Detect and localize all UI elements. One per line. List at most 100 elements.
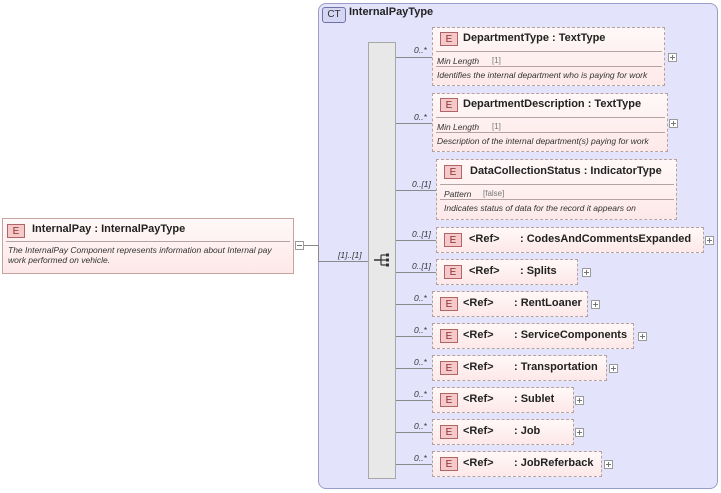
element-name: : Sublet [514, 393, 555, 405]
element-box-job-referback[interactable] [432, 451, 602, 477]
element-ref-label: <Ref> [469, 233, 500, 245]
expand-toggle[interactable] [582, 268, 591, 277]
element-badge: E [440, 32, 458, 46]
separator [436, 66, 662, 67]
facet-label: Pattern [444, 189, 472, 199]
connector-line [304, 245, 318, 246]
element-name: : ServiceComponents [514, 329, 628, 341]
connector-line [318, 245, 319, 261]
element-ref-label: <Ref> [463, 297, 494, 309]
element-type: : TextType [552, 32, 606, 44]
branch-line [396, 57, 432, 58]
element-name: DepartmentDescription [463, 98, 585, 110]
element-description: Indicates status of data for the record … [444, 203, 636, 213]
branch-line [396, 190, 436, 191]
element-box-department-type[interactable] [432, 27, 665, 86]
element-badge: E [440, 457, 458, 471]
complex-type-title: InternalPayType [349, 6, 434, 18]
root-element-title: InternalPay : InternalPayType [32, 223, 185, 235]
branch-line [396, 336, 432, 337]
element-box-codes-and-comments-expanded[interactable] [436, 227, 704, 253]
root-description-line1: The InternalPay Component represents inf… [8, 245, 272, 255]
element-type: : IndicatorType [583, 165, 662, 177]
element-badge: E [7, 224, 25, 238]
root-description-line2: work performed on vehicle. [8, 255, 111, 265]
element-ref-label: <Ref> [463, 425, 494, 437]
element-box-service-components[interactable] [432, 323, 634, 349]
element-name: : Transportation [514, 361, 598, 373]
element-badge: E [444, 265, 462, 279]
expand-toggle[interactable] [705, 236, 714, 245]
root-element-box[interactable] [2, 218, 294, 274]
element-badge: E [440, 329, 458, 343]
facet-value: [1] [492, 122, 501, 131]
cardinality-label: 0..* [414, 453, 427, 463]
expand-toggle[interactable] [609, 364, 618, 373]
branch-line [396, 432, 432, 433]
cardinality-label: 0..* [414, 112, 427, 122]
element-box-sublet[interactable] [432, 387, 574, 413]
cardinality-label: 0..* [414, 325, 427, 335]
root-element-description: The InternalPay Component represents inf… [8, 245, 292, 265]
element-badge: E [440, 297, 458, 311]
branch-line [396, 368, 432, 369]
collapse-toggle[interactable] [295, 241, 304, 250]
branch-line [396, 464, 432, 465]
separator [436, 117, 665, 118]
facet-value: [false] [483, 189, 505, 198]
element-name: : RentLoaner [514, 297, 582, 309]
facet-label: Min Length [437, 122, 480, 132]
separator [436, 132, 665, 133]
sequence-icon [374, 253, 389, 267]
separator [436, 51, 662, 52]
cardinality-label: 0..* [414, 293, 427, 303]
expand-toggle[interactable] [668, 53, 677, 62]
element-badge: E [440, 425, 458, 439]
cardinality-label: 0..* [414, 45, 427, 55]
element-ref-label: <Ref> [469, 265, 500, 277]
element-title: DataCollectionStatus : IndicatorType [470, 165, 662, 177]
element-box-department-description[interactable] [432, 93, 668, 152]
element-description: Description of the internal department(s… [437, 136, 649, 146]
element-box-splits[interactable] [436, 259, 578, 285]
expand-toggle[interactable] [591, 300, 600, 309]
facet-label: Min Length [437, 56, 480, 66]
expand-toggle[interactable] [604, 460, 613, 469]
element-box-data-collection-status[interactable] [436, 159, 677, 220]
element-title: DepartmentType : TextType [463, 32, 605, 44]
element-badge: E [440, 361, 458, 375]
cardinality-label: 0..[1] [412, 229, 431, 239]
element-ref-label: <Ref> [463, 361, 494, 373]
connector-line [318, 261, 368, 262]
branch-line [396, 240, 436, 241]
element-badge: E [440, 393, 458, 407]
element-name: : CodesAndCommentsExpanded [520, 233, 692, 245]
separator [6, 241, 290, 242]
element-name: : Splits [520, 265, 557, 277]
element-type: : TextType [587, 98, 642, 110]
cardinality-label: 0..* [414, 357, 427, 367]
expand-toggle[interactable] [575, 428, 584, 437]
element-ref-label: <Ref> [463, 393, 494, 405]
root-element-name: InternalPay [32, 223, 92, 235]
expand-toggle[interactable] [669, 119, 678, 128]
branch-line [396, 400, 432, 401]
element-badge: E [440, 98, 458, 112]
element-ref-label: <Ref> [463, 329, 494, 341]
expand-toggle[interactable] [575, 396, 584, 405]
branch-line [396, 123, 432, 124]
element-title: DepartmentDescription : TextType [463, 98, 641, 110]
facet-value: [1] [492, 56, 501, 65]
cardinality-label: 0..[1] [412, 179, 431, 189]
separator [440, 184, 674, 185]
element-description: Identifies the internal department who i… [437, 70, 648, 80]
expand-toggle[interactable] [638, 332, 647, 341]
element-box-rent-loaner[interactable] [432, 291, 588, 317]
separator [440, 199, 674, 200]
element-ref-label: <Ref> [463, 457, 494, 469]
element-name: : Job [514, 425, 541, 437]
element-name: DataCollectionStatus [470, 165, 581, 177]
element-badge: E [444, 233, 462, 247]
branch-line [396, 272, 436, 273]
element-box-transportation[interactable] [432, 355, 607, 381]
